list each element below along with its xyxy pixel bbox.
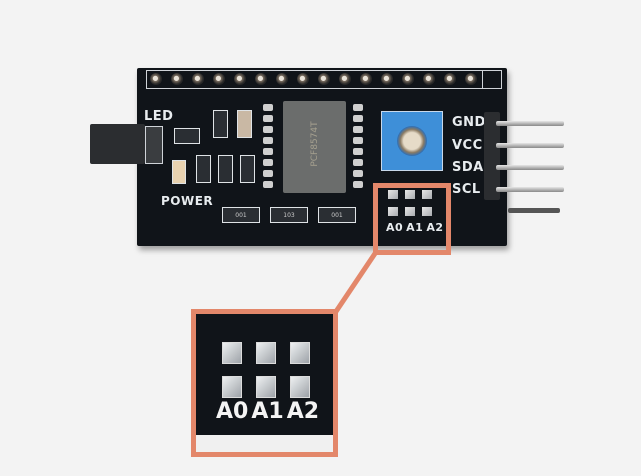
- header-pin: [276, 73, 288, 85]
- pin-sda: [496, 165, 564, 170]
- pin-gnd: [496, 121, 564, 126]
- transistor: [174, 128, 200, 144]
- callout-pcb: [196, 314, 333, 435]
- header-pin: [213, 73, 225, 85]
- header-pin: [318, 73, 330, 85]
- header-pin: [444, 73, 456, 85]
- address-label-a1: A1: [406, 221, 424, 234]
- led-label: LED: [144, 109, 174, 124]
- lcd-header-pins: [150, 73, 500, 85]
- header-pin: [423, 73, 435, 85]
- power-label: POWER: [161, 194, 214, 208]
- pin-vcc: [496, 143, 564, 148]
- smd-resistor-bottom: 001: [222, 207, 260, 223]
- address-labels-large: A0 A1 A2: [216, 399, 319, 424]
- chip-legs-left: [263, 104, 275, 188]
- smd-resistor: [218, 155, 233, 183]
- pin-label-vcc: VCC: [452, 138, 483, 153]
- header-pin: [234, 73, 246, 85]
- resistor-code: 103: [283, 211, 295, 219]
- contrast-potentiometer[interactable]: [381, 111, 443, 171]
- power-led: [172, 160, 186, 184]
- address-pads-small: [388, 190, 438, 218]
- address-label-a2: A2: [426, 221, 444, 234]
- address-pad[interactable]: [290, 342, 310, 364]
- address-pads-large: [222, 342, 310, 398]
- header-pin: [171, 73, 183, 85]
- header-pin: [339, 73, 351, 85]
- address-pad[interactable]: [222, 342, 242, 364]
- i2c-header-block: [484, 112, 500, 200]
- address-pad[interactable]: [290, 376, 310, 398]
- pin-shadow: [508, 208, 560, 213]
- smd-resistor: [240, 155, 255, 183]
- callout-box: A0 A1 A2: [191, 309, 338, 457]
- chip-legs-right: [353, 104, 365, 188]
- resistor-code: 001: [235, 211, 247, 219]
- address-pad[interactable]: [256, 376, 276, 398]
- smd-resistor-bottom: 103: [270, 207, 308, 223]
- header-pin: [381, 73, 393, 85]
- header-pin: [360, 73, 372, 85]
- header-pin: [255, 73, 267, 85]
- lcd-header-pin1-outline: [482, 70, 502, 89]
- header-pin: [465, 73, 477, 85]
- pin-label-sda: SDA: [452, 160, 484, 175]
- smd-resistor: [196, 155, 211, 183]
- header-pin: [150, 73, 162, 85]
- pcf8574-chip: PCF8574T: [283, 101, 346, 193]
- header-pin: [402, 73, 414, 85]
- header-pin: [192, 73, 204, 85]
- callout-label-a2: A2: [286, 399, 320, 424]
- smd-resistor-bottom: 001: [318, 207, 356, 223]
- pin-label-scl: SCL: [452, 182, 481, 197]
- address-pad[interactable]: [222, 376, 242, 398]
- callout-label-a0: A0: [216, 399, 249, 424]
- address-pad[interactable]: [256, 342, 276, 364]
- led-jumper-header: [145, 126, 163, 164]
- smd-capacitor: [237, 110, 252, 138]
- highlight-box: [373, 183, 451, 255]
- smd-resistor: [213, 110, 228, 138]
- potentiometer-knob[interactable]: [397, 126, 427, 156]
- callout-label-a1: A1: [251, 399, 284, 424]
- header-pin: [297, 73, 309, 85]
- led-jumper: [90, 124, 145, 164]
- pin-scl: [496, 187, 564, 192]
- address-labels-small: A0 A1 A2: [386, 221, 444, 234]
- resistor-code: 001: [331, 211, 343, 219]
- pin-label-gnd: GND: [452, 115, 486, 130]
- address-label-a0: A0: [386, 221, 404, 234]
